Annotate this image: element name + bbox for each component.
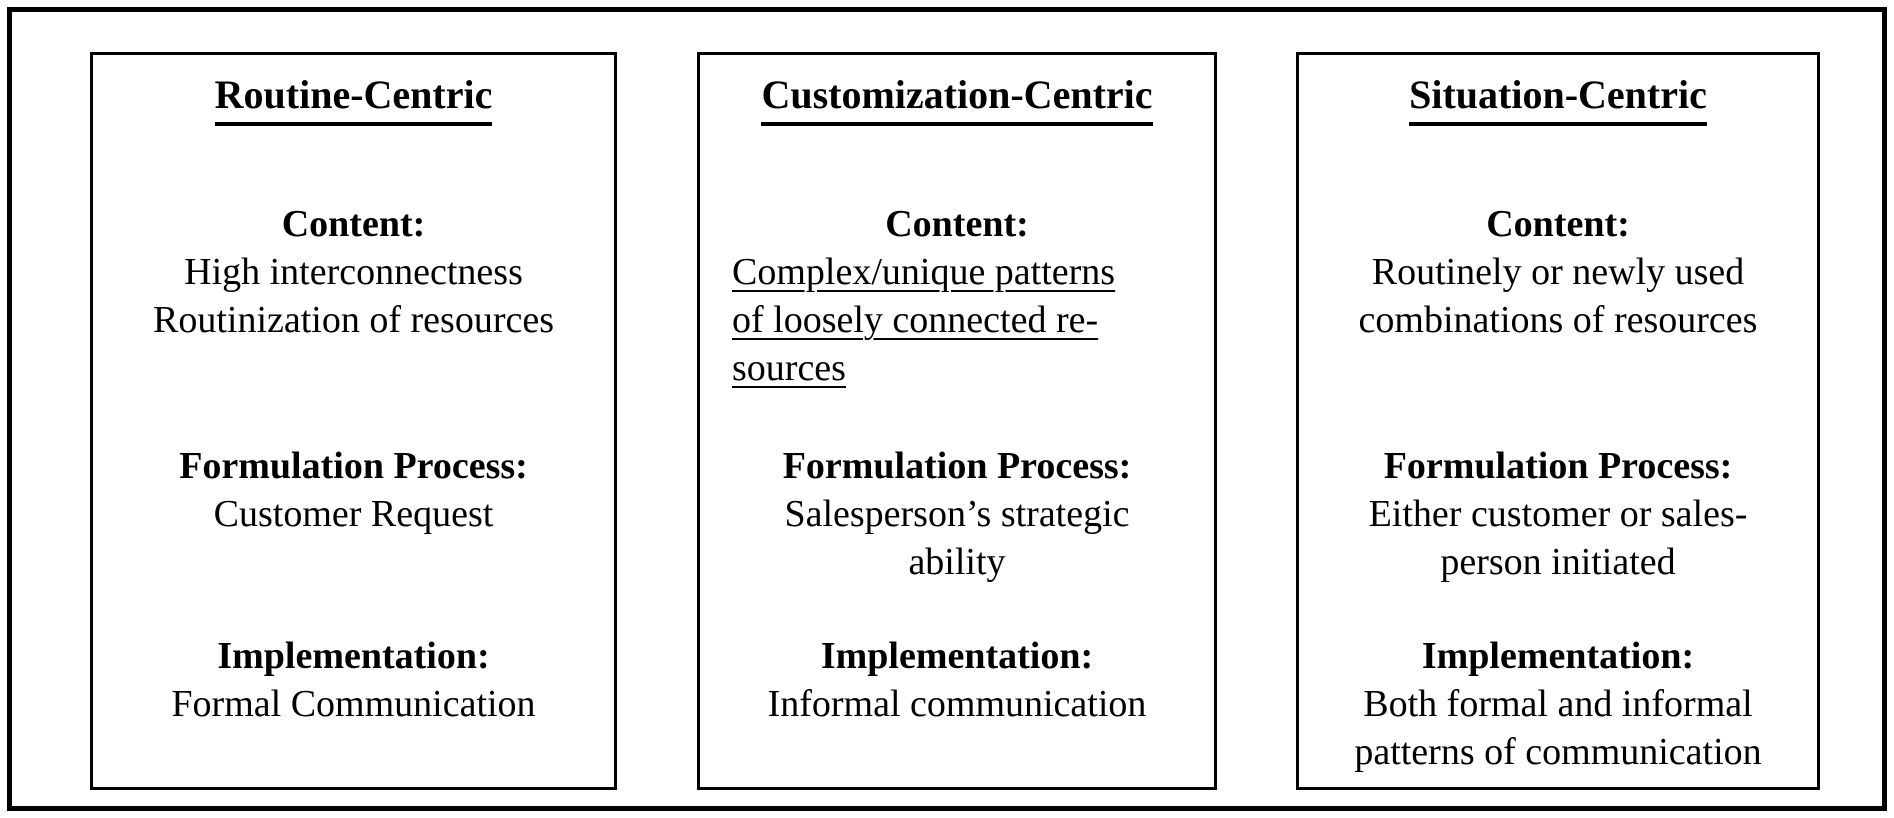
section-implementation: Implementation: Formal Communication [93, 632, 614, 728]
formulation-body: Either customer or sales- person initiat… [1368, 493, 1748, 583]
content-label: Content: [885, 203, 1029, 245]
box-title: Customization-Centric [700, 69, 1214, 126]
box-title: Routine-Centric [93, 69, 614, 126]
section-formulation-process: Formulation Process: Either customer or … [1299, 442, 1817, 586]
box-title: Situation-Centric [1299, 69, 1817, 126]
formulation-body: Customer Request [213, 493, 494, 535]
implementation-label: Implementation: [820, 635, 1094, 677]
box-title-text: Routine-Centric [214, 69, 493, 126]
box-title-text: Situation-Centric [1409, 69, 1707, 126]
section-formulation-process: Formulation Process: Customer Request [93, 442, 614, 538]
box-situation-centric: Situation-Centric Content: Routinely or … [1296, 52, 1820, 790]
content-body: Complex/unique patterns of loosely conne… [732, 251, 1116, 389]
content-label: Content: [1486, 203, 1630, 245]
implementation-label: Implementation: [1421, 635, 1695, 677]
implementation-label: Implementation: [217, 635, 490, 677]
section-content: Content: High interconnectness Routiniza… [93, 200, 614, 344]
box-routine-centric: Routine-Centric Content: High interconne… [90, 52, 617, 790]
implementation-body: Formal Communication [171, 683, 536, 725]
section-implementation: Implementation: Both formal and informal… [1299, 632, 1817, 776]
implementation-body: Informal communication [767, 683, 1147, 725]
box-customization-centric: Customization-Centric Content: Complex/u… [697, 52, 1217, 790]
content-body: Routinely or newly used combinations of … [1358, 251, 1758, 341]
formulation-label: Formulation Process: [782, 445, 1132, 487]
section-content: Content: Routinely or newly used combina… [1299, 200, 1817, 344]
section-formulation-process: Formulation Process: Salesperson’s strat… [700, 442, 1214, 586]
section-content: Content: Complex/unique patterns of loos… [700, 200, 1214, 392]
content-body: High interconnectness Routinization of r… [152, 251, 554, 341]
content-label: Content: [281, 203, 426, 245]
implementation-body: Both formal and informal patterns of com… [1354, 683, 1762, 773]
formulation-label: Formulation Process: [179, 445, 528, 487]
section-implementation: Implementation: Informal communication [700, 632, 1214, 728]
box-title-text: Customization-Centric [761, 69, 1153, 126]
formulation-body: Salesperson’s strategic ability [784, 493, 1130, 583]
outer-frame: Routine-Centric Content: High interconne… [7, 7, 1887, 811]
formulation-label: Formulation Process: [1383, 445, 1733, 487]
